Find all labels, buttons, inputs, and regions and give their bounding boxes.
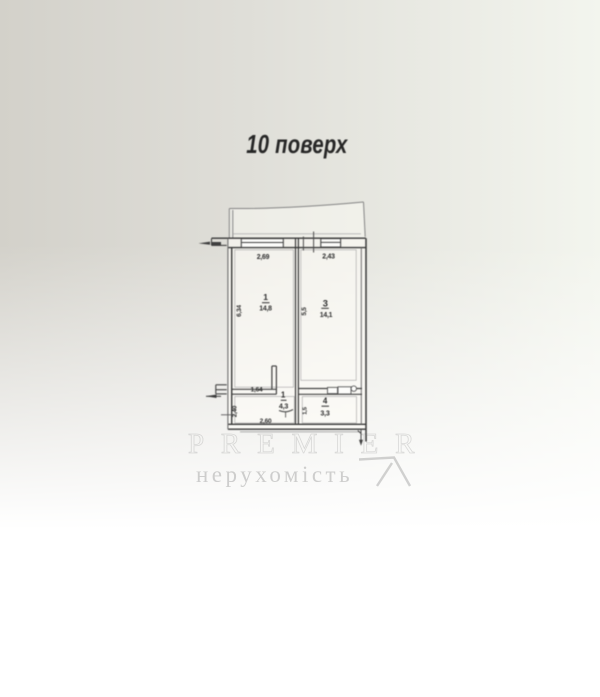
svg-text:2,60: 2,60 bbox=[260, 418, 272, 425]
svg-text:PREMIER: PREMIER bbox=[188, 428, 431, 460]
svg-text:нерухомість: нерухомість bbox=[196, 462, 353, 487]
svg-text:1: 1 bbox=[263, 292, 268, 302]
svg-text:3,3: 3,3 bbox=[320, 409, 330, 417]
svg-text:2,43: 2,43 bbox=[322, 253, 335, 260]
svg-text:3: 3 bbox=[323, 298, 328, 308]
svg-text:1: 1 bbox=[281, 391, 286, 400]
svg-text:14,8: 14,8 bbox=[259, 305, 272, 312]
svg-text:2,69: 2,69 bbox=[257, 254, 270, 261]
svg-text:4,3: 4,3 bbox=[279, 402, 289, 410]
svg-text:6,34: 6,34 bbox=[236, 305, 243, 317]
svg-text:2,40: 2,40 bbox=[231, 405, 238, 417]
svg-text:4: 4 bbox=[323, 397, 328, 406]
svg-text:5,5: 5,5 bbox=[301, 307, 308, 316]
svg-text:1,5: 1,5 bbox=[302, 406, 308, 415]
svg-text:14,1: 14,1 bbox=[320, 312, 333, 319]
svg-text:1,64: 1,64 bbox=[251, 386, 263, 393]
